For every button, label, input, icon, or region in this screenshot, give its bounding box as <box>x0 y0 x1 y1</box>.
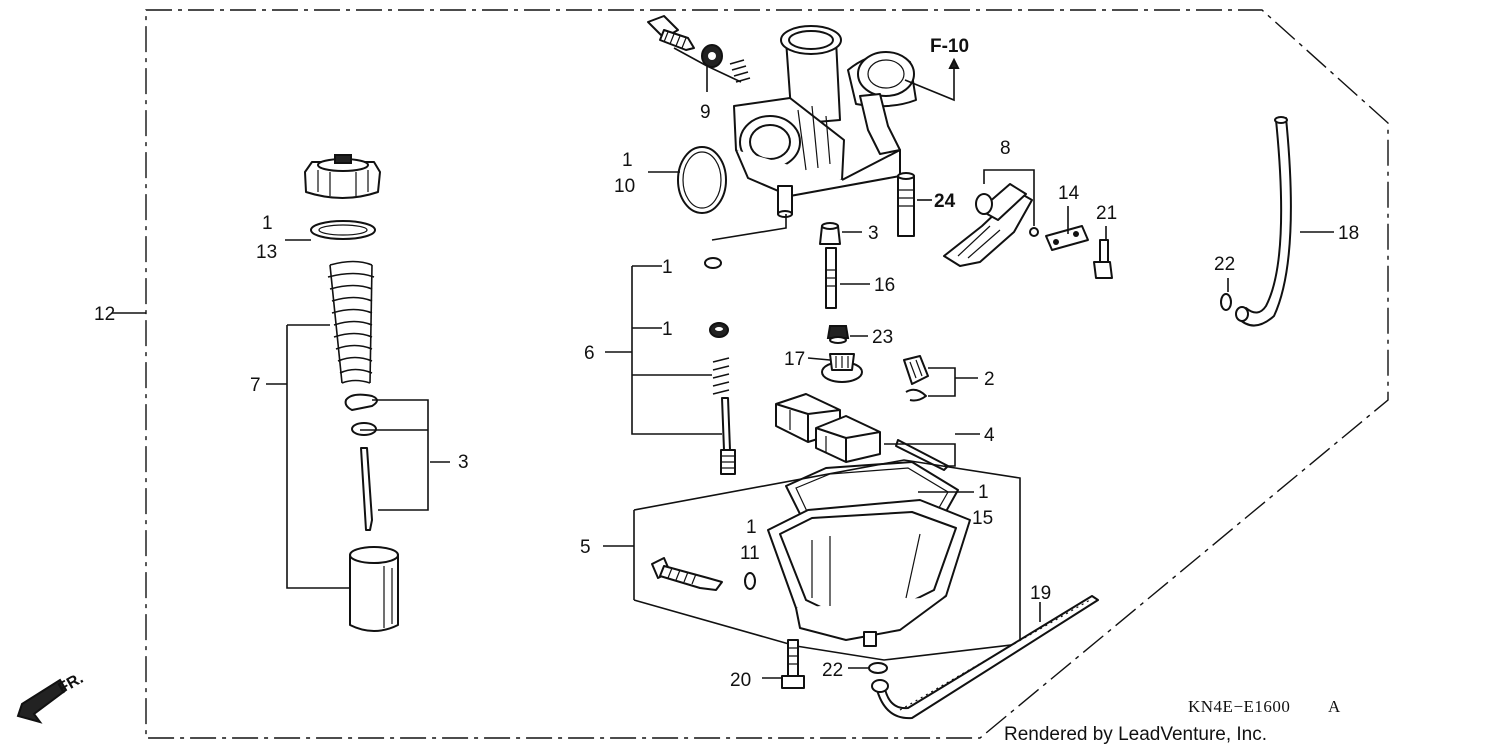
callout-11: 11 <box>740 543 760 564</box>
callout-5: 5 <box>580 537 591 558</box>
assembly-border <box>145 9 1389 739</box>
choke-link-plate <box>1045 225 1089 251</box>
ref-label-f10: F-10 <box>930 36 969 57</box>
slow-jet <box>826 325 850 344</box>
idle-spring <box>712 357 730 395</box>
o-ring-large <box>677 146 727 214</box>
diagram-code-suffix: A <box>1328 697 1341 716</box>
callout-1e: 1 <box>978 482 989 503</box>
carburetor-body <box>733 25 917 218</box>
choke-lever <box>943 183 1039 267</box>
callout-21: 21 <box>1096 203 1117 224</box>
pilot-screw-spring <box>729 59 751 83</box>
callout-19: 19 <box>1030 583 1051 604</box>
diagram-code: KN4E−E1600 <box>1188 697 1290 716</box>
callout-1b: 1 <box>622 150 633 171</box>
front-arrow-icon <box>16 678 68 724</box>
float-chamber <box>767 499 971 647</box>
needle-jet-holder <box>897 172 915 237</box>
needle-retainer <box>351 422 377 436</box>
throttle-valve <box>349 546 399 632</box>
callout-1d: 1 <box>662 319 673 340</box>
throttle-spring <box>327 260 375 384</box>
callout-9: 9 <box>700 102 711 123</box>
callout-2: 2 <box>984 369 995 390</box>
callout-15: 15 <box>972 508 993 529</box>
callout-23: 23 <box>872 327 893 348</box>
callout-17: 17 <box>784 349 805 370</box>
callout-18: 18 <box>1338 223 1359 244</box>
fuel-tube <box>1235 116 1292 327</box>
callout-3a: 3 <box>458 452 469 473</box>
float-valve <box>903 355 929 402</box>
hose-clip-upper <box>1220 293 1232 311</box>
callout-12: 12 <box>94 304 115 325</box>
jet-needle <box>360 447 373 531</box>
needle-clip <box>344 393 378 411</box>
air-screw <box>651 557 723 591</box>
main-jet-3 <box>819 222 841 245</box>
callout-7: 7 <box>250 375 261 396</box>
callout-10: 10 <box>614 176 635 197</box>
pilot-screw <box>647 15 695 51</box>
callout-1c: 1 <box>662 257 673 278</box>
o-ring-small-a <box>704 257 722 269</box>
drain-screw <box>781 639 805 689</box>
f10-arrow <box>904 66 955 102</box>
callout-22b: 22 <box>822 660 843 681</box>
footer-credit: Rendered by LeadVenture, Inc. <box>1004 724 1267 745</box>
top-cap <box>304 154 381 199</box>
callout-14: 14 <box>1058 183 1080 204</box>
choke-screw <box>1093 239 1113 279</box>
float-valve-seat <box>821 353 863 383</box>
callout-24: 24 <box>934 191 956 212</box>
callout-1a: 1 <box>262 213 273 234</box>
air-screw-o-ring <box>744 572 756 590</box>
throttle-stop-screw <box>720 397 736 475</box>
callout-16: 16 <box>874 275 895 296</box>
callout-13: 13 <box>256 242 277 263</box>
callout-8: 8 <box>1000 138 1011 159</box>
drain-tube <box>871 595 1099 720</box>
hose-clip-lower <box>868 662 888 674</box>
callout-1f: 1 <box>746 517 757 538</box>
callout-4: 4 <box>984 425 995 446</box>
callout-22a: 22 <box>1214 254 1235 275</box>
callout-20: 20 <box>730 670 751 691</box>
cap-gasket <box>310 220 376 240</box>
callout-3b: 3 <box>868 223 879 244</box>
callout-6: 6 <box>584 343 595 364</box>
float <box>775 393 881 463</box>
needle-jet <box>825 247 837 309</box>
